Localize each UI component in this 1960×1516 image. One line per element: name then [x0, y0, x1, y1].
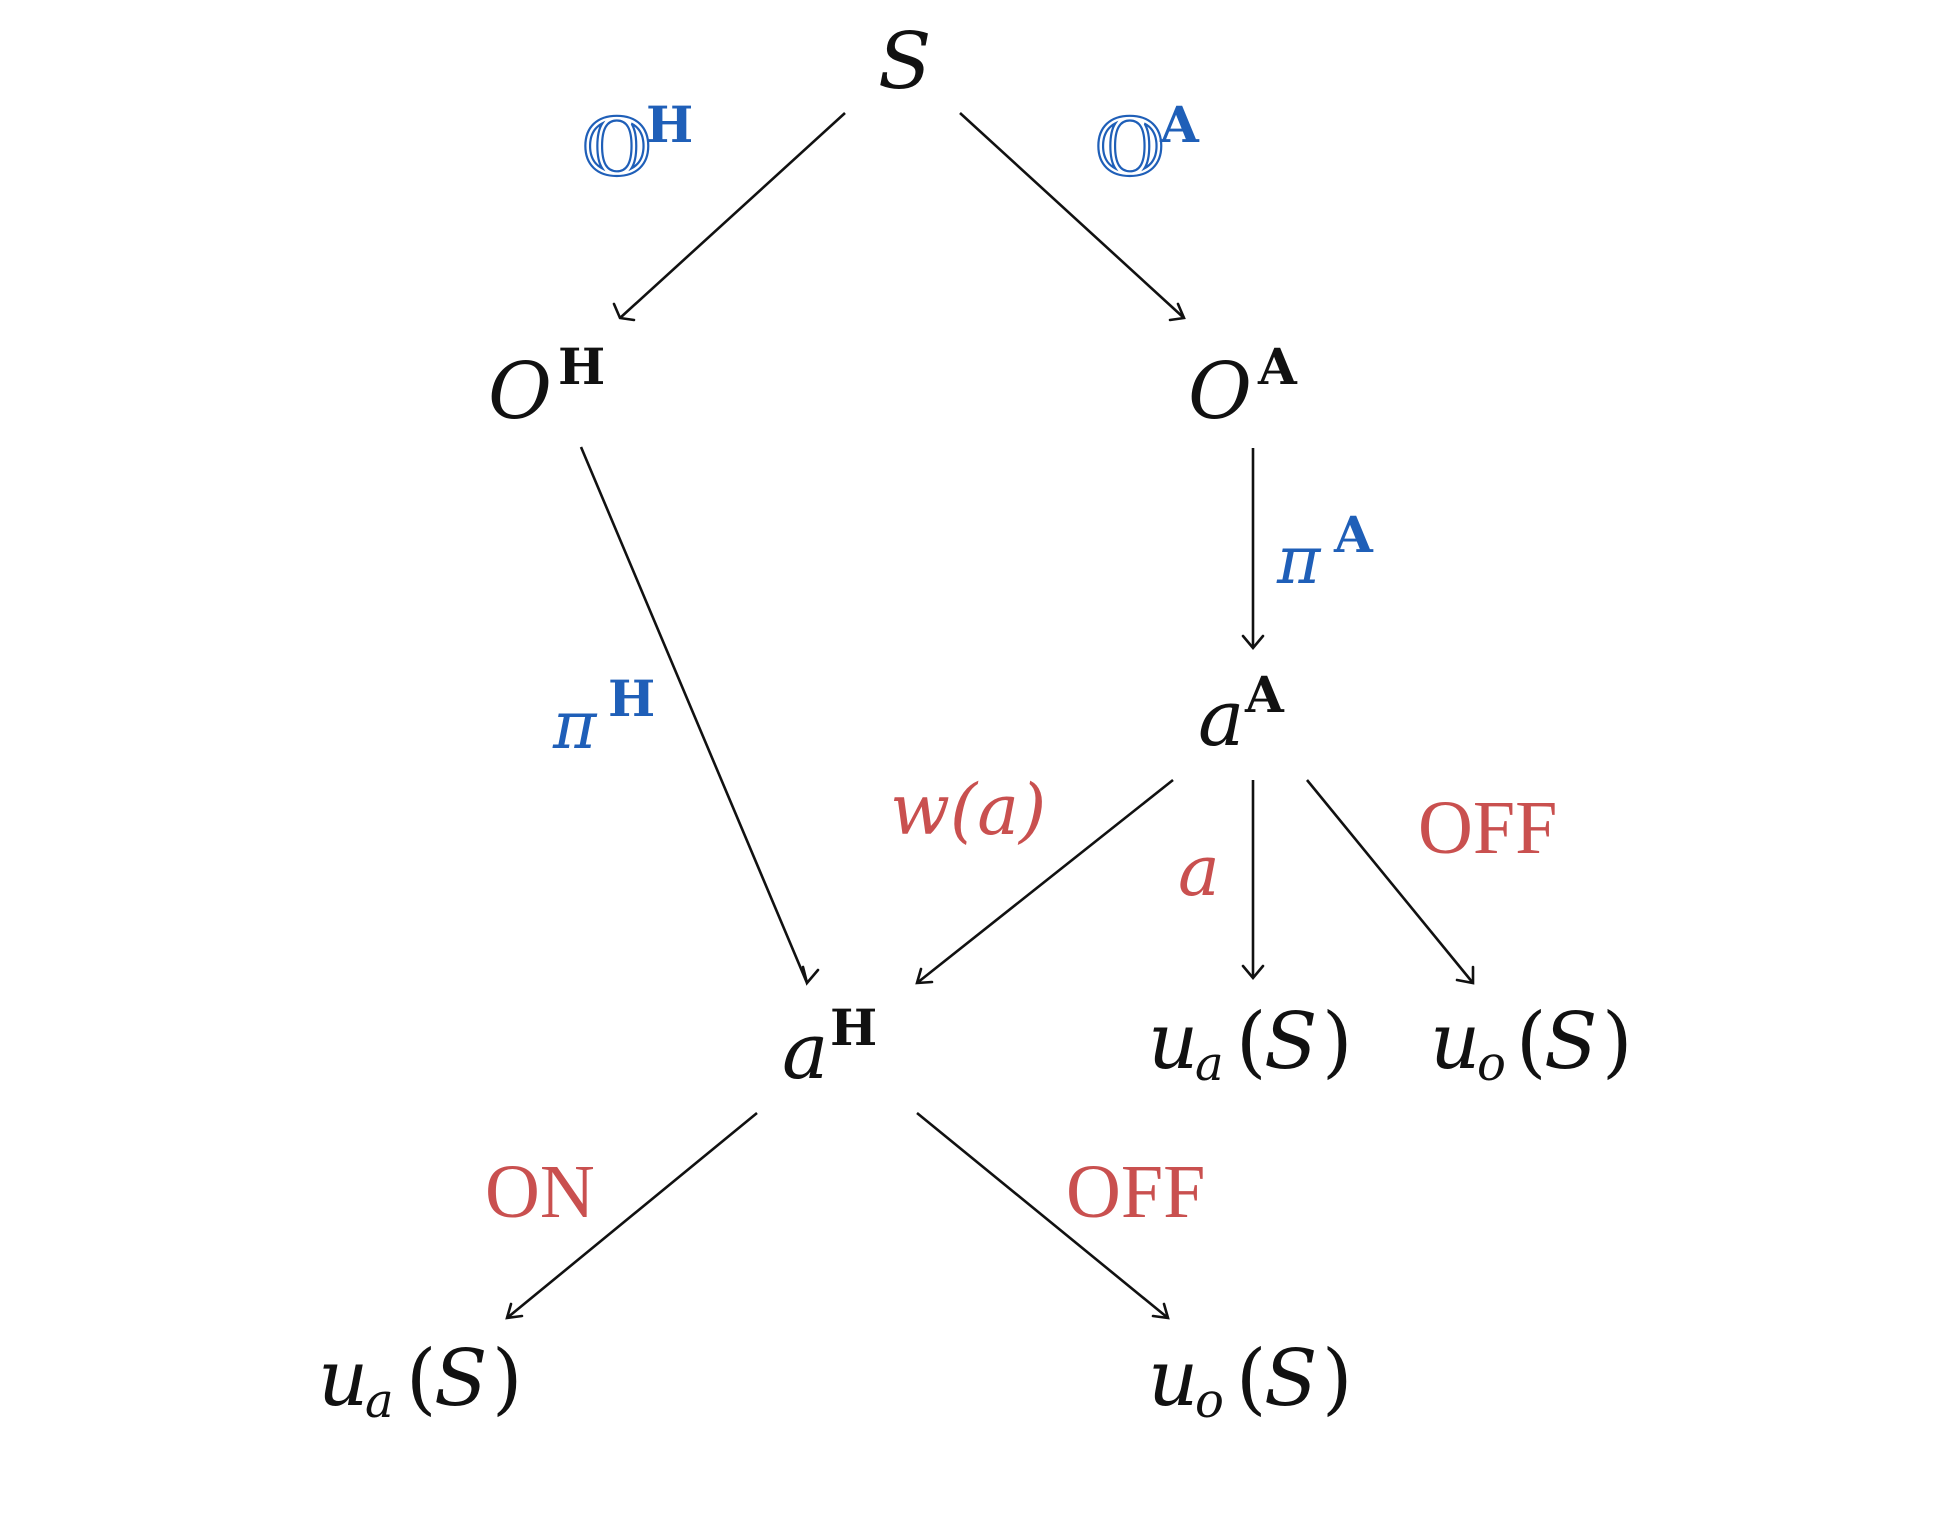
node-u-o-right-main: u — [1430, 997, 1480, 1087]
node-u-o-right: u o ( S ) — [1430, 997, 1632, 1092]
arrowhead-ua-right — [1241, 964, 1265, 981]
label-w-a: w(a) — [890, 769, 1046, 851]
node-u-a-right-main: u — [1148, 997, 1198, 1087]
edge-ah-to-uo-bottom — [916, 1111, 1169, 1320]
node-u-a-right-open: ( — [1236, 997, 1266, 1087]
node-u-o-bottom-open: ( — [1236, 1334, 1266, 1424]
node-o-a-main: O — [1188, 347, 1252, 437]
edge-oh-to-ah — [579, 446, 809, 984]
node-a-h: a H — [782, 998, 877, 1097]
node-u-o-bottom-main: u — [1148, 1334, 1198, 1424]
arrowhead-oa — [1168, 302, 1186, 322]
arrowhead-aa — [1241, 634, 1265, 651]
label-obs-h-sup: H — [646, 95, 693, 154]
arrowhead-ah-left — [801, 965, 820, 986]
label-off-right: OFF — [1418, 786, 1557, 870]
node-u-a-bottom-sub: a — [365, 1373, 394, 1429]
node-u-a-right-sub: a — [1195, 1036, 1224, 1092]
node-o-a-sup: A — [1257, 337, 1298, 396]
node-o-h-sup: H — [558, 337, 605, 396]
node-s: S — [878, 17, 931, 107]
label-obs-h: 𝕆 H — [581, 95, 693, 195]
label-a: a — [1178, 830, 1220, 912]
node-u-a-bottom-close: ) — [492, 1334, 522, 1424]
arrowhead-ua-bottom — [505, 1302, 524, 1320]
node-u-o-bottom-sub: o — [1195, 1373, 1224, 1429]
label-obs-a: 𝕆 A — [1094, 95, 1200, 195]
label-pi-h-main: π — [552, 687, 598, 764]
node-o-h: O H — [488, 337, 605, 437]
node-u-a-bottom-arg: S — [434, 1334, 487, 1424]
label-pi-h: π H — [552, 669, 655, 764]
edges — [505, 112, 1475, 1320]
node-a-h-sup: H — [830, 998, 877, 1057]
node-u-o-bottom: u o ( S ) — [1148, 1334, 1352, 1429]
label-pi-a-sup: A — [1333, 505, 1374, 564]
node-u-o-bottom-close: ) — [1322, 1334, 1352, 1424]
node-u-a-bottom-open: ( — [406, 1334, 436, 1424]
node-u-o-right-open: ( — [1516, 997, 1546, 1087]
arrowhead-uo-right — [1455, 965, 1475, 985]
label-obs-a-sup: A — [1159, 95, 1200, 154]
nodes: S O H O A a A a H u a ( S ) — [318, 17, 1632, 1429]
node-u-o-bottom-arg: S — [1264, 1334, 1317, 1424]
node-a-a-sup: A — [1244, 665, 1285, 724]
node-u-o-right-arg: S — [1544, 997, 1597, 1087]
node-u-a-right: u a ( S ) — [1148, 997, 1352, 1092]
node-u-o-right-close: ) — [1602, 997, 1632, 1087]
label-off-bottom: OFF — [1066, 1150, 1205, 1234]
label-pi-a-main: π — [1276, 522, 1322, 599]
node-u-o-right-sub: o — [1477, 1036, 1506, 1092]
arrowhead-uo-bottom — [1151, 1302, 1170, 1320]
edge-s-to-oa — [959, 112, 1185, 319]
node-a-a-main: a — [1198, 674, 1245, 764]
arrowhead-oh — [612, 302, 636, 322]
label-on: ON — [485, 1150, 595, 1234]
edge-labels: 𝕆 H 𝕆 A π A π H w(a) a OFF ON OFF — [485, 95, 1557, 1234]
arrowhead-ah-right — [915, 967, 934, 985]
edge-s-to-oh — [619, 112, 846, 319]
label-obs-h-main: 𝕆 — [582, 101, 652, 194]
node-o-a: O A — [1188, 337, 1298, 437]
node-u-a-right-close: ) — [1322, 997, 1352, 1087]
node-u-a-right-arg: S — [1264, 997, 1317, 1087]
node-o-h-main: O — [488, 347, 552, 437]
label-pi-h-sup: H — [608, 669, 655, 728]
node-u-a-bottom: u a ( S ) — [318, 1334, 522, 1429]
node-u-a-bottom-main: u — [318, 1334, 368, 1424]
edge-aa-to-ah — [916, 778, 1174, 985]
node-a-h-main: a — [782, 1007, 829, 1097]
edge-aa-to-uo-right — [1305, 779, 1475, 984]
node-a-a: a A — [1198, 665, 1285, 764]
edge-ah-to-ua-bottom — [506, 1111, 758, 1320]
label-obs-a-main: 𝕆 — [1095, 101, 1165, 194]
label-pi-a: π A — [1276, 505, 1374, 599]
